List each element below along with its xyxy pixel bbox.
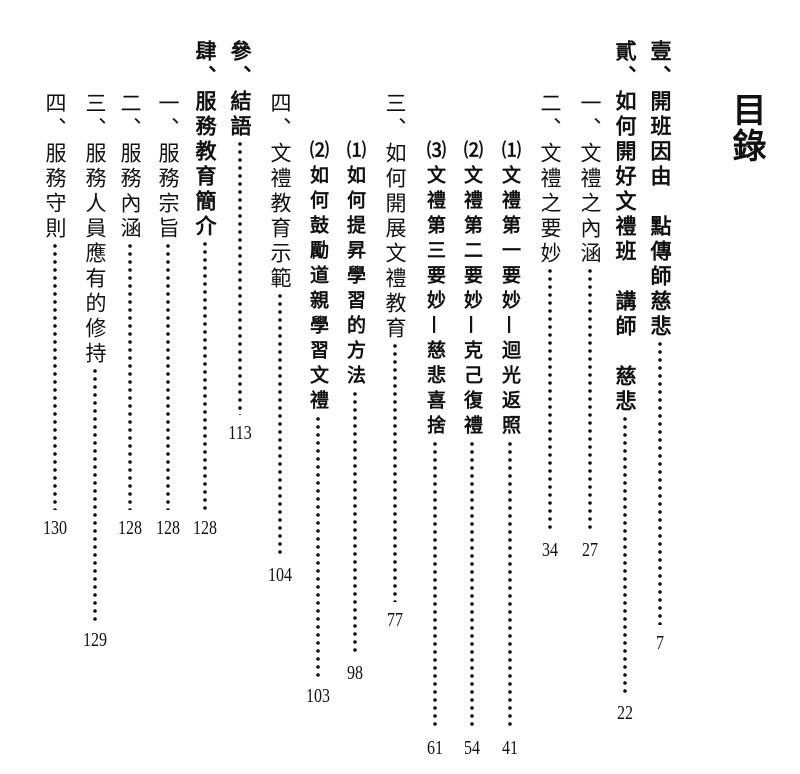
dot-leader [315,415,321,678]
entry-label: 四、服務守則 [43,92,67,242]
dot-leader [657,340,663,625]
entry-label: 二、文禮之要妙 [538,92,562,267]
entry-label: 貳、如何開好文禮班 講師 慈悲 [613,40,637,415]
toc-entry[interactable]: 四、服務守則 130 [40,92,70,539]
dot-leader [622,415,628,695]
dot-leader [127,242,133,510]
toc-entry[interactable]: ⑴如何提昇學習的方法 98 [340,140,370,684]
toc-entry[interactable]: 肆、服務教育簡介 128 [190,40,220,539]
entry-page: 128 [118,517,142,539]
entry-label: 四、文禮教育示範 [268,92,292,292]
entry-page: 128 [193,517,217,539]
entry-label: 壹、開班因由 點傳師慈悲 [648,40,672,340]
toc-entry[interactable]: ⑵如何鼓勵道親學習文禮 103 [303,140,333,707]
toc-entry[interactable]: 三、服務人員應有的修持 129 [80,92,110,651]
entry-page: 22 [617,702,633,724]
entry-label: 三、服務人員應有的修持 [83,92,107,367]
entry-page: 98 [347,662,363,684]
dot-leader [469,440,475,730]
entry-label: 一、服務宗旨 [156,92,180,242]
entry-label: 肆、服務教育簡介 [193,40,217,240]
entry-label: ⑴文禮第一要妙—迴光返照 [499,140,521,440]
entry-label: ⑴如何提昇學習的方法 [344,140,366,390]
toc-entry[interactable]: ⑶文禮第三要妙—慈悲喜捨 61 [420,140,450,759]
entry-label: 參、結語 [228,40,252,140]
toc-entry[interactable]: 三、如何開展文禮教育 77 [380,92,410,631]
dot-leader [507,440,513,730]
dot-leader [92,367,98,622]
toc-entry[interactable]: 壹、開班因由 點傳師慈悲 7 [645,40,675,654]
toc-entry[interactable]: 一、服務宗旨 128 [153,92,183,539]
dot-leader [587,267,593,532]
entry-page: 104 [268,564,292,586]
entry-page: 54 [464,737,480,759]
toc-entry[interactable]: 貳、如何開好文禮班 講師 慈悲 22 [610,40,640,724]
toc-entry[interactable]: 參、結語 113 [225,40,255,444]
entry-page: 41 [502,737,518,759]
dot-leader [547,267,553,532]
toc-entry[interactable]: 四、文禮教育示範 104 [265,92,295,586]
entry-label: 三、如何開展文禮教育 [383,92,407,342]
entry-label: ⑵如何鼓勵道親學習文禮 [307,140,329,415]
entry-page: 129 [83,629,107,651]
toc-entry[interactable]: ⑴文禮第一要妙—迴光返照 41 [495,140,525,759]
entry-page: 128 [156,517,180,539]
entry-page: 130 [43,517,67,539]
entry-page: 7 [656,632,664,654]
dot-leader [202,240,208,510]
entry-label: 一、文禮之內涵 [578,92,602,267]
dot-leader [237,140,243,415]
dot-leader [277,292,283,557]
dot-leader [165,242,171,510]
entry-label: ⑵文禮第二要妙—克己復禮 [461,140,483,440]
dot-leader [52,242,58,510]
toc-entry[interactable]: 二、服務內涵 128 [115,92,145,539]
dot-leader [432,440,438,730]
entry-label: ⑶文禮第三要妙—慈悲喜捨 [424,140,446,440]
entry-page: 103 [306,685,330,707]
entry-page: 77 [387,609,403,631]
entry-page: 113 [228,422,252,444]
entry-page: 61 [427,737,443,759]
toc-entry[interactable]: 二、文禮之要妙 34 [535,92,565,561]
dot-leader [352,390,358,655]
entry-page: 34 [542,539,558,561]
toc-entry[interactable]: ⑵文禮第二要妙—克己復禮 54 [457,140,487,759]
toc-entry[interactable]: 一、文禮之內涵 27 [575,92,605,561]
entry-label: 二、服務內涵 [118,92,142,242]
toc-title: 目錄 [726,92,766,164]
entry-page: 27 [582,539,598,561]
dot-leader [392,342,398,602]
